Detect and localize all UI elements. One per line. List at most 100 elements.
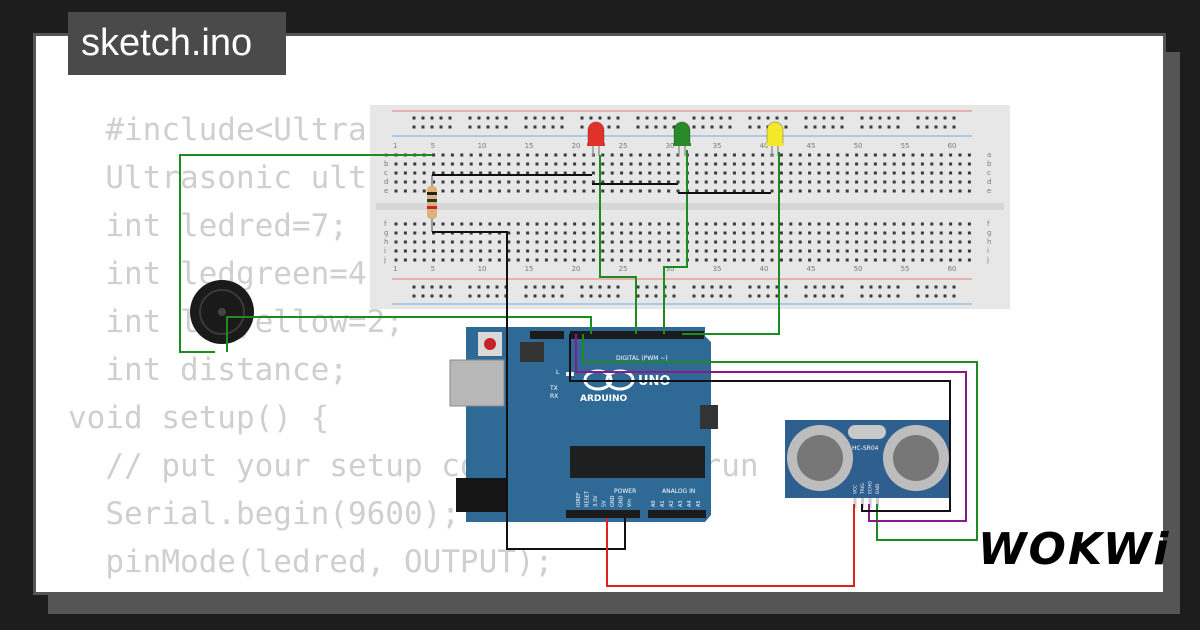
sensor-crystal xyxy=(848,425,886,439)
breadboard-hole xyxy=(808,171,812,175)
breadboard-hole xyxy=(779,162,783,166)
breadboard-hole xyxy=(770,258,774,262)
breadboard-hole xyxy=(601,189,605,193)
breadboard-hole xyxy=(883,249,887,253)
rail-hole xyxy=(887,285,891,289)
breadboard-hole xyxy=(582,240,586,244)
breadboard-hole xyxy=(638,171,642,175)
breadboard-hole xyxy=(911,231,915,235)
rail-hole xyxy=(477,125,481,129)
breadboard-hole xyxy=(949,258,953,262)
rail-hole xyxy=(784,294,788,298)
breadboard-hole xyxy=(911,258,915,262)
column-number: 10 xyxy=(478,142,487,150)
breadboard-hole xyxy=(808,222,812,226)
breadboard-hole xyxy=(930,222,934,226)
breadboard-hole xyxy=(704,240,708,244)
rail-hole xyxy=(589,116,593,120)
breadboard-hole xyxy=(902,231,906,235)
breadboard-hole xyxy=(920,189,924,193)
breadboard-hole xyxy=(544,222,548,226)
breadboard-hole xyxy=(638,162,642,166)
breadboard-hole xyxy=(479,222,483,226)
rail-hole xyxy=(430,294,434,298)
rail-hole xyxy=(934,116,938,120)
breadboard-hole xyxy=(638,249,642,253)
breadboard-hole xyxy=(789,231,793,235)
breadboard-hole xyxy=(432,180,436,184)
breadboard-hole xyxy=(479,153,483,157)
rail-hole xyxy=(439,285,443,289)
breadboard-hole xyxy=(873,231,877,235)
rail-hole xyxy=(719,125,723,129)
breadboard-hole xyxy=(573,171,577,175)
breadboard-hole xyxy=(601,171,605,175)
rail-hole xyxy=(551,294,555,298)
breadboard-hole xyxy=(704,162,708,166)
breadboard-hole xyxy=(554,171,558,175)
breadboard-hole xyxy=(554,240,558,244)
breadboard-hole xyxy=(826,258,830,262)
breadboard-hole xyxy=(695,180,699,184)
column-number: 10 xyxy=(478,265,487,273)
breadboard-hole xyxy=(949,222,953,226)
atmega-chip xyxy=(570,446,705,478)
rail-hole xyxy=(822,294,826,298)
breadboard-hole xyxy=(620,240,624,244)
breadboard-hole xyxy=(601,180,605,184)
rail-hole xyxy=(869,294,873,298)
breadboard-hole xyxy=(967,231,971,235)
breadboard-hole xyxy=(742,189,746,193)
breadboard-hole xyxy=(742,180,746,184)
breadboard-hole xyxy=(394,222,398,226)
wire-led-yellow xyxy=(682,152,780,335)
rail-hole xyxy=(860,125,864,129)
breadboard-hole xyxy=(779,258,783,262)
breadboard-hole xyxy=(855,222,859,226)
breadboard-hole xyxy=(469,258,473,262)
breadboard-hole xyxy=(892,240,896,244)
led-l-label: L xyxy=(556,369,560,376)
breadboard-hole xyxy=(836,171,840,175)
breadboard-hole xyxy=(648,231,652,235)
rail-hole xyxy=(804,125,808,129)
breadboard-hole xyxy=(507,171,511,175)
breadboard-hole xyxy=(460,258,464,262)
breadboard-hole xyxy=(394,240,398,244)
breadboard-hole xyxy=(629,222,633,226)
breadboard-hole xyxy=(855,189,859,193)
leds-group xyxy=(587,121,784,156)
breadboard-hole xyxy=(638,231,642,235)
breadboard-hole xyxy=(798,240,802,244)
breadboard-hole xyxy=(667,249,671,253)
rail-hole xyxy=(616,125,620,129)
breadboard-hole xyxy=(403,171,407,175)
breadboard-hole xyxy=(403,258,407,262)
breadboard-hole xyxy=(808,189,812,193)
rail-hole xyxy=(784,285,788,289)
breadboard-hole xyxy=(582,222,586,226)
column-number: 60 xyxy=(948,142,957,150)
breadboard-hole xyxy=(479,249,483,253)
breadboard-hole xyxy=(591,189,595,193)
rail-hole xyxy=(728,285,732,289)
breadboard-hole xyxy=(441,180,445,184)
rail-hole xyxy=(654,294,658,298)
breadboard-hole xyxy=(873,189,877,193)
column-number: 50 xyxy=(854,142,863,150)
breadboard-hole xyxy=(864,180,868,184)
breadboard-hole xyxy=(770,171,774,175)
breadboard-hole xyxy=(836,153,840,157)
column-number: 20 xyxy=(572,265,581,273)
rail-hole xyxy=(878,285,882,289)
breadboard-hole xyxy=(620,231,624,235)
rail-hole xyxy=(701,294,705,298)
breadboard-hole xyxy=(732,171,736,175)
analog-pin-label: A3 xyxy=(678,500,684,507)
breadboard-hole xyxy=(507,249,511,253)
breadboard-hole xyxy=(714,171,718,175)
breadboard-hole xyxy=(422,189,426,193)
breadboard-hole xyxy=(422,222,426,226)
breadboard-hole xyxy=(892,171,896,175)
